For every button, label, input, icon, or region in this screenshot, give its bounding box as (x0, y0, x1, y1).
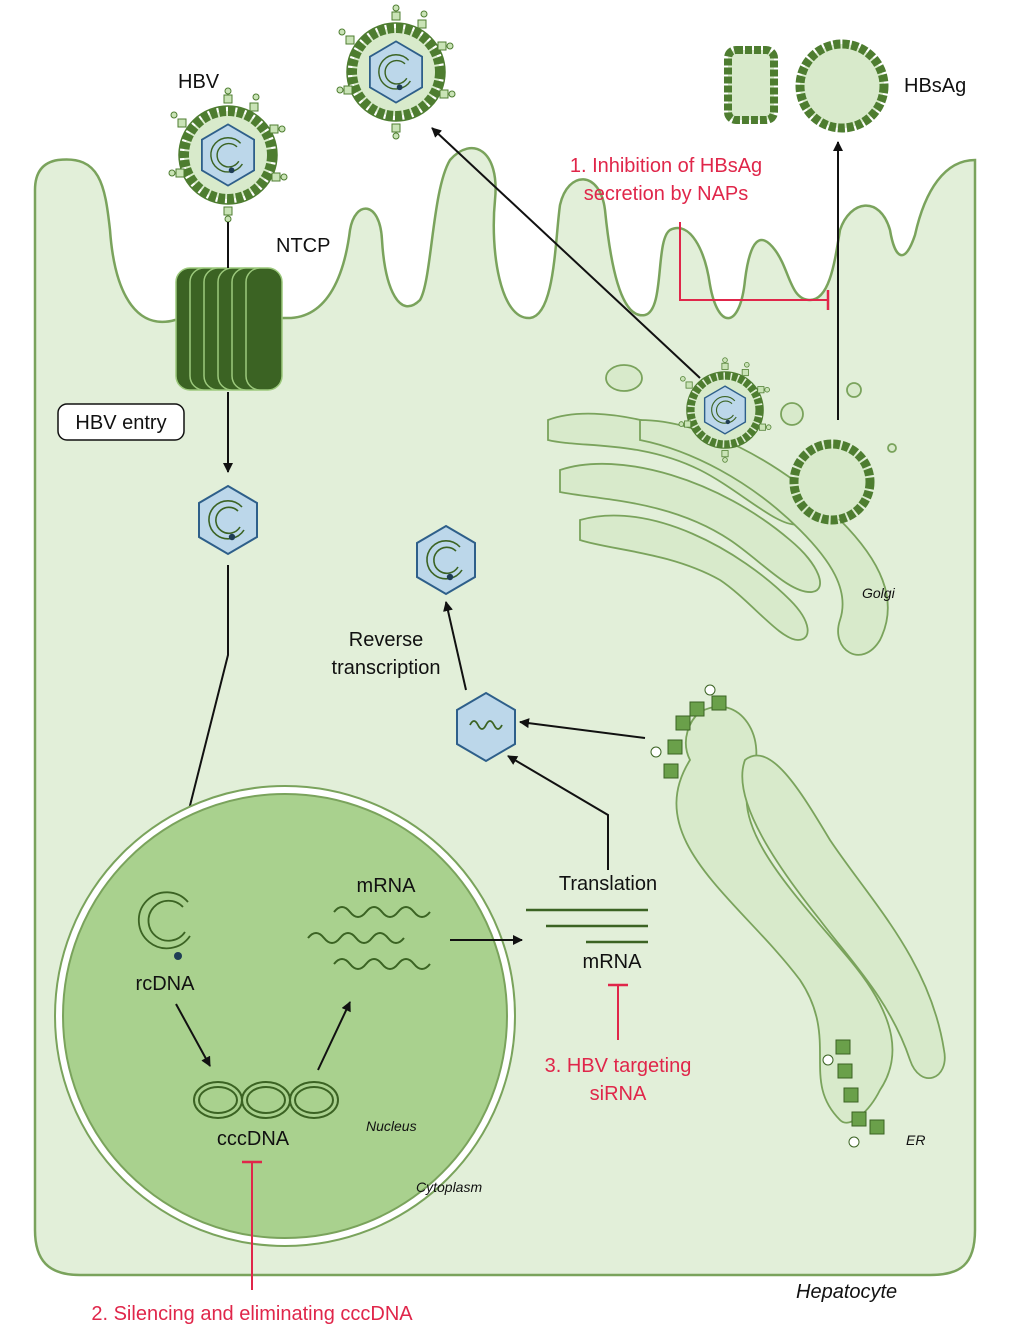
intervention-naps-line2: secretion by NAPs (584, 183, 749, 205)
er-ribosomes (650, 684, 885, 1148)
hbv-entry-box (57, 403, 185, 441)
nucleus (54, 785, 516, 1247)
mrna-nucleus-label: mRNA (357, 875, 417, 897)
golgi (547, 364, 897, 656)
arrow-er-to-capsid (519, 718, 646, 739)
hbsag-label: HBsAg (904, 75, 966, 97)
nucleus-label: Nucleus (366, 1118, 417, 1134)
mrna-cytoplasm-label: mRNA (583, 951, 643, 973)
inhibition-line-naps (679, 222, 828, 301)
golgi-label: Golgi (862, 585, 896, 601)
arrow-capsid-to-nucleus (172, 565, 229, 866)
arrow-cccdna-to-mrna (317, 1001, 351, 1071)
er (675, 705, 946, 1124)
mrna-strands-nucleus (307, 906, 431, 970)
intervention-sirna-line1: 3. HBV targeting (545, 1055, 692, 1077)
reverse-transcription-label-1: Reverse (349, 629, 423, 651)
arrow-virion-secretion (431, 127, 701, 379)
ntcp-label: NTCP (276, 235, 330, 257)
rcdna-label: rcDNA (136, 973, 196, 995)
hepatocyte-label: Hepatocyte (796, 1281, 897, 1303)
er-label: ER (906, 1132, 925, 1148)
reverse-transcription-label-2: transcription (332, 657, 441, 679)
arrow-reverse-transcription (443, 601, 467, 691)
hbsag-filament (724, 46, 778, 124)
intervention-naps-line1: 1. Inhibition of HBsAg (570, 155, 762, 177)
cccdna-label: cccDNA (217, 1128, 290, 1150)
hbv-entry-label: HBV entry (75, 412, 166, 434)
hbsag-particle-budding (789, 439, 875, 525)
arrow-rcdna-to-cccdna (175, 1003, 211, 1067)
translation-label: Translation (559, 873, 657, 895)
ntcp-receptor (175, 267, 283, 391)
hbsag-sphere (795, 39, 889, 133)
intervention-cccdna: 2. Silencing and eliminating cccDNA (91, 1303, 413, 1325)
hbv-virion-incoming (169, 88, 287, 222)
arrow-translation-to-capsid (507, 755, 609, 870)
capsid-pgrna (456, 691, 516, 763)
hbv-label: HBV (178, 71, 220, 93)
intervention-sirna-line2: siRNA (590, 1083, 647, 1105)
cccdna-icon (193, 1081, 339, 1119)
hbv-virion-secreted (337, 5, 455, 139)
mrna-lines-cytoplasm (526, 908, 648, 944)
cytoplasm-label: Cytoplasm (416, 1179, 482, 1195)
rcdna-icon (137, 891, 191, 960)
